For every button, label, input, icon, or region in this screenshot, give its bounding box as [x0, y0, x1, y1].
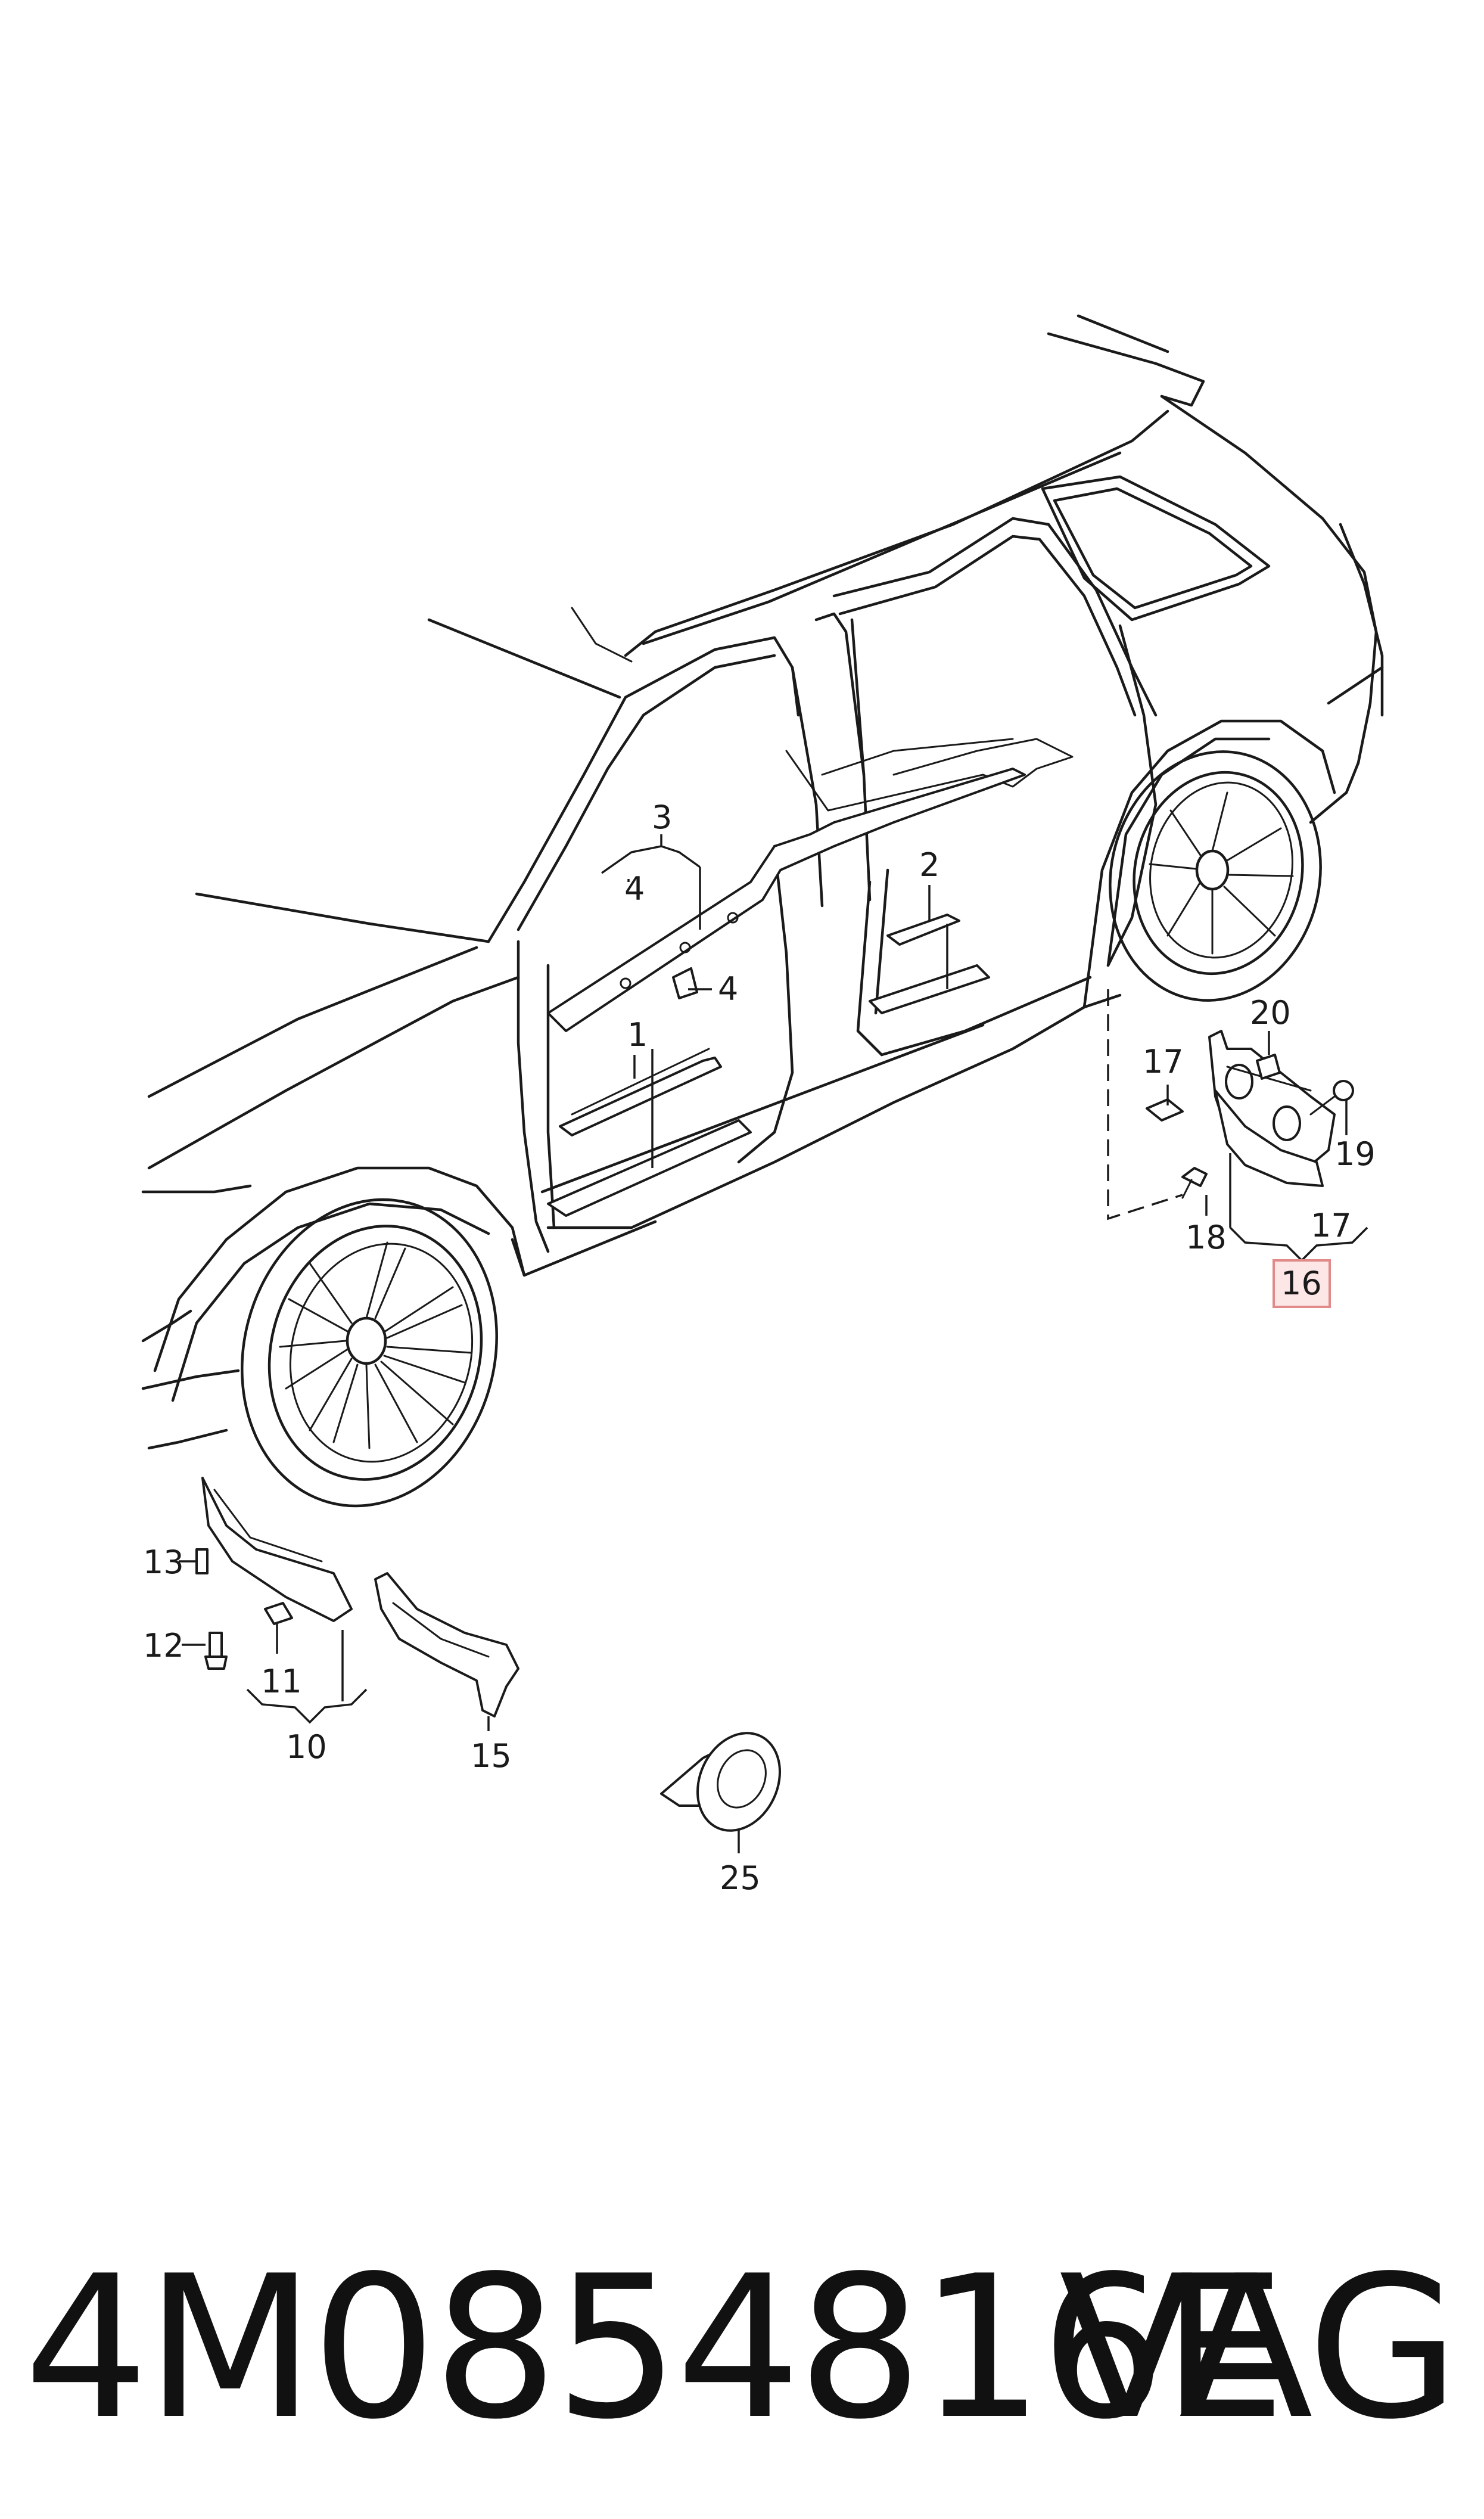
callout-19: 19	[1334, 1135, 1376, 1173]
part-25-tape-roll	[660, 1732, 781, 1832]
part-15-splash-guard	[374, 1572, 519, 1717]
part-11-clip	[264, 1602, 293, 1625]
callout-13: 13	[143, 1543, 184, 1581]
callout-2: 2	[919, 846, 939, 884]
callout-18: 18	[1186, 1219, 1227, 1256]
rear-wheel	[1082, 719, 1336, 1009]
callout-1: 1	[627, 1016, 648, 1054]
callout-10: 10	[286, 1728, 327, 1766]
part-16-bracket-assembly	[1208, 1030, 1336, 1187]
part-12-rivet	[204, 1632, 228, 1670]
vehicle-outline	[141, 314, 1384, 1450]
part-2-rear-sill-plate	[869, 914, 990, 1014]
part-19-screw	[1309, 1080, 1354, 1116]
callout-17-upper: 17	[1143, 1043, 1184, 1080]
callout-12: 12	[143, 1627, 184, 1664]
part-17-nut	[1146, 1098, 1184, 1122]
part-3-upper-trim	[547, 768, 1026, 1032]
callout-4-lower: 4	[718, 970, 738, 1008]
callout-17-lower: 17	[1311, 1207, 1352, 1244]
callout-16-highlight	[1273, 1259, 1331, 1308]
part-4-clip	[672, 967, 698, 999]
part-1-front-sill-plate	[547, 1048, 752, 1217]
dashed-guide-line	[1107, 989, 1183, 1220]
brand-label: VAG	[1059, 2234, 1460, 2462]
front-wheel	[241, 1198, 498, 1508]
callout-labels: 3 4 2 4 1 20 17 19 17 18 16 13 12 11 10 …	[143, 799, 1376, 1897]
callout-11: 11	[261, 1663, 302, 1700]
part-number: 4M0854816E	[24, 2234, 1286, 2462]
part-20-cap	[1256, 1054, 1281, 1080]
part-13-screw	[195, 1548, 209, 1574]
callout-15: 15	[471, 1737, 512, 1775]
callout-25: 25	[720, 1859, 761, 1897]
callout-16: 16	[1281, 1265, 1322, 1302]
part-10-wheelhouse-trim	[201, 1477, 353, 1622]
callout-20: 20	[1250, 994, 1291, 1032]
callout-4-upper: 4	[624, 870, 645, 908]
part-18-bolt	[1181, 1167, 1208, 1199]
footer: 4M0854816E VAG	[0, 2241, 1484, 2455]
callout-3: 3	[652, 799, 672, 836]
leader-lines	[179, 834, 1368, 1853]
